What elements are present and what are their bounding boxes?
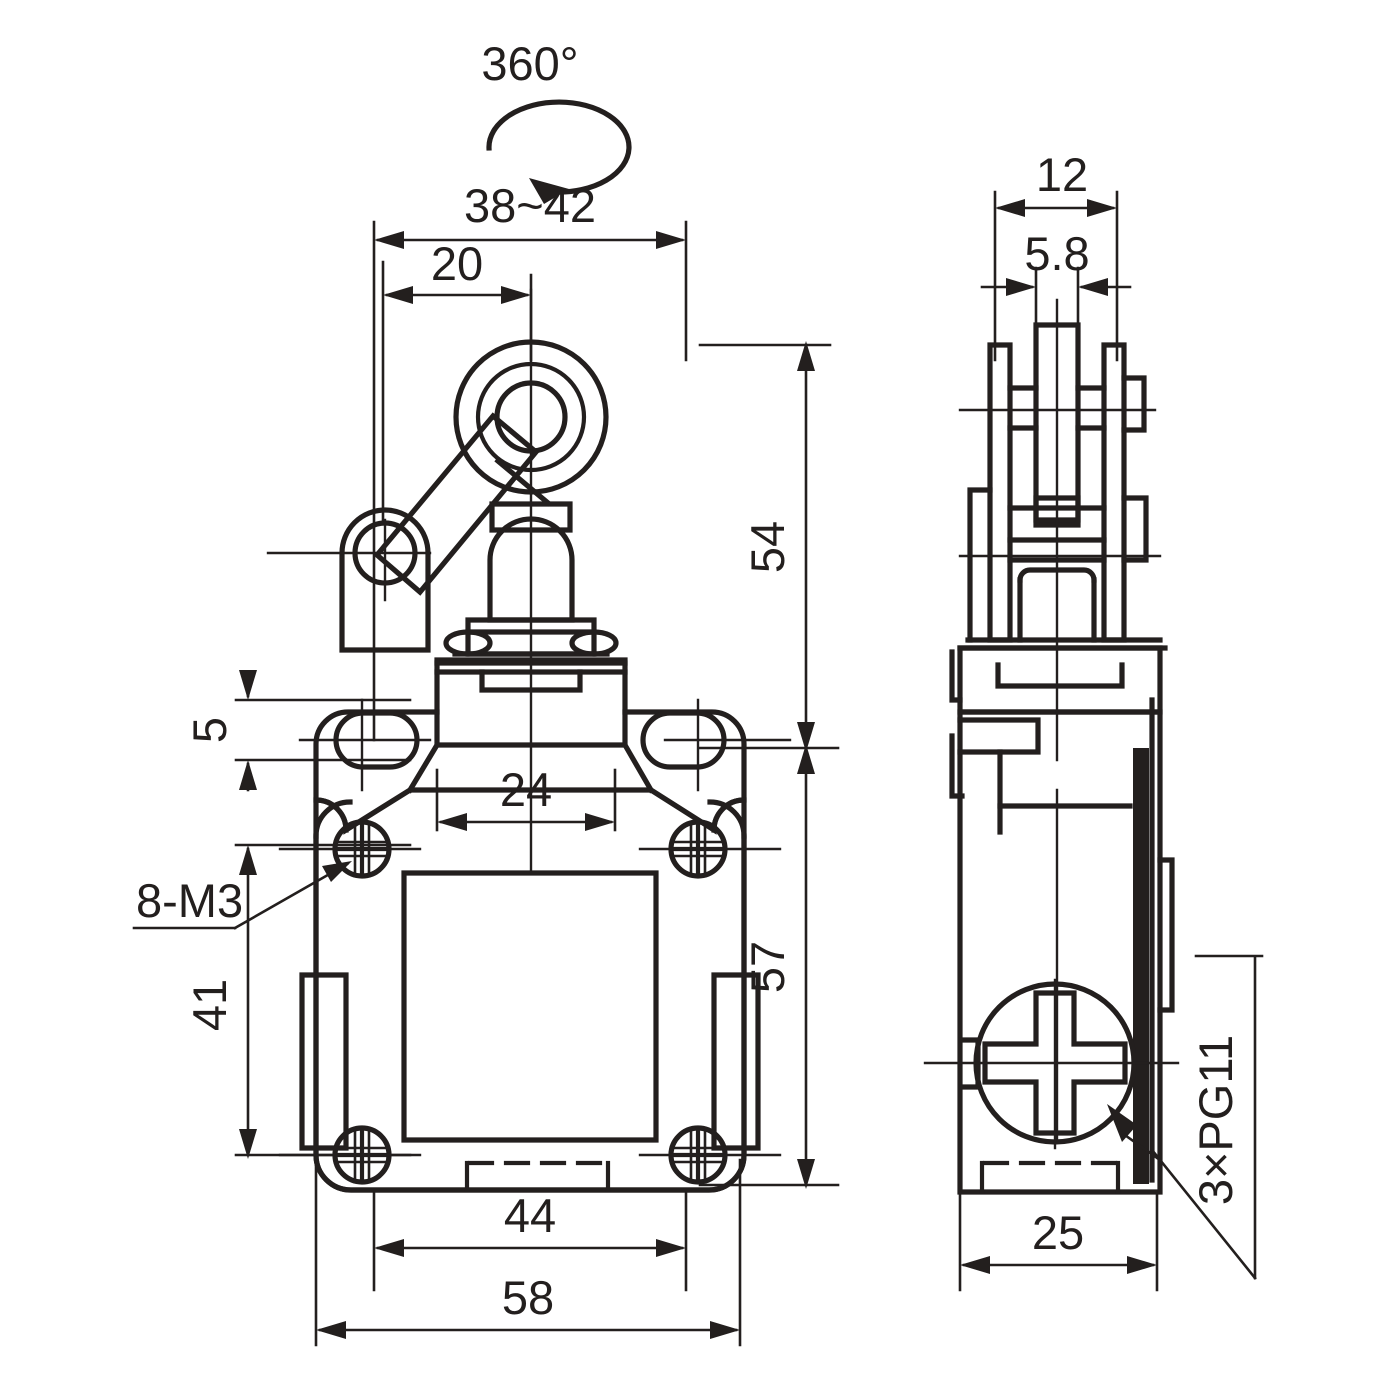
body-cover-screws <box>332 819 728 1185</box>
dim-roller-inner: 5.8 <box>980 227 1132 296</box>
callout-8-m3: 8-M3 <box>132 861 352 930</box>
dim-label-pivot-offset: 20 <box>431 237 483 290</box>
center-lines-front <box>266 288 792 1157</box>
dim-lever-height: 54 <box>741 341 815 752</box>
rotation-label: 360° <box>481 37 578 90</box>
gasket-strip <box>1133 748 1149 1184</box>
dim-overall-depth: 25 <box>960 1206 1157 1274</box>
dim-label-overall-width: 58 <box>502 1271 554 1324</box>
dim-plunger-width: 24 <box>437 763 615 831</box>
dim-mount-hole-vertical: 41 <box>183 845 257 1159</box>
dim-label-pg11: 3×PG11 <box>1189 1035 1242 1205</box>
dim-overall-width: 58 <box>316 1271 740 1339</box>
dim-label-roller-inner: 5.8 <box>1024 227 1089 280</box>
lever-arm <box>373 412 552 596</box>
dim-label-8-m3: 8-M3 <box>136 874 243 927</box>
dim-label-mount-hole-vertical: 41 <box>183 979 236 1031</box>
dim-pivot-offset: 20 <box>383 237 531 304</box>
callout-pg11: 3×PG11 <box>1107 954 1264 1280</box>
rotation-arrow-icon <box>486 99 632 204</box>
dim-label-body-height: 57 <box>741 941 794 993</box>
dim-label-mount-hole-span: 44 <box>504 1189 556 1242</box>
side-view-group: 12 5.8 <box>923 148 1264 1292</box>
dim-label-lever-height: 54 <box>741 521 794 573</box>
side-roller-fork <box>957 322 1168 651</box>
dim-label-overall-depth: 25 <box>1032 1206 1084 1259</box>
dim-label-lever-span: 38~42 <box>464 179 596 232</box>
dim-body-height: 57 <box>741 744 815 1189</box>
front-view-group: 38~42 20 360° <box>132 37 840 1347</box>
dim-mount-hole-span: 44 <box>374 1189 686 1257</box>
dim-slot-edge: 5 <box>183 670 257 792</box>
dim-label-roller-width: 12 <box>1036 148 1088 201</box>
dim-label-slot-edge: 5 <box>183 717 236 743</box>
dim-roller-width: 12 <box>995 148 1117 217</box>
dim-lever-span: 38~42 <box>374 179 686 249</box>
center-lines-side <box>923 298 1180 1150</box>
side-body-outline <box>949 697 1175 1195</box>
side-witness-lines <box>958 190 1159 1292</box>
